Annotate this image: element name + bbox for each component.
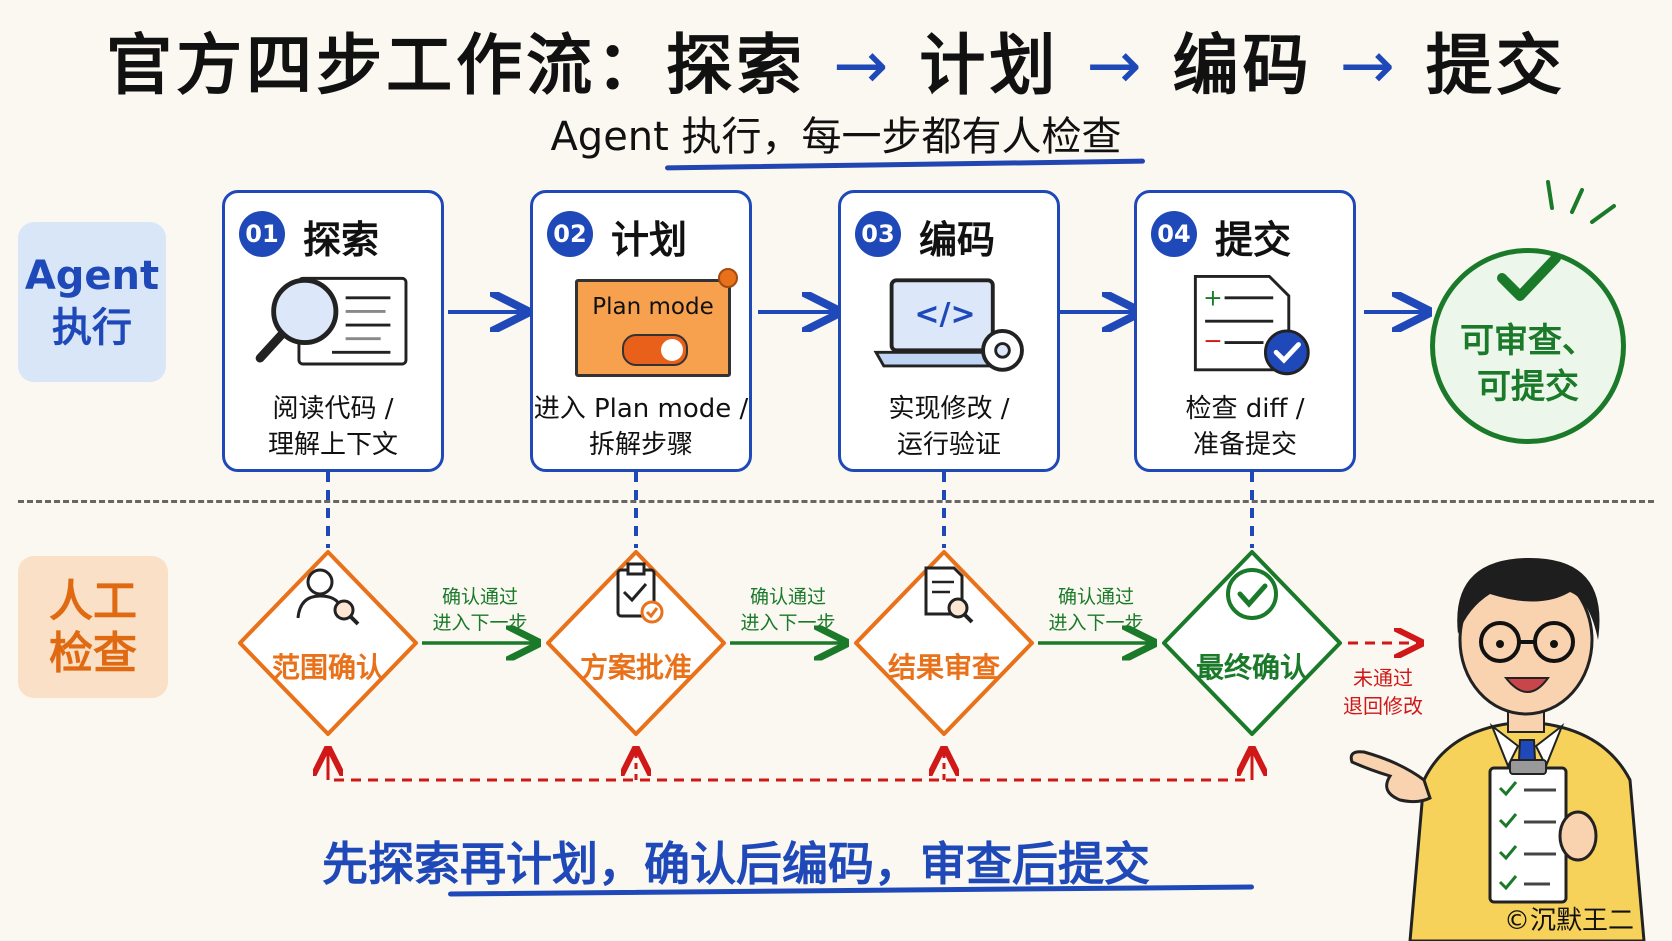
step-description: 实现修改 / 运行验证 <box>888 394 1010 460</box>
document-search-icon <box>924 566 974 624</box>
magnifier-document-icon <box>255 276 408 366</box>
step-card-1: 01 探索 阅读代码 / 理解上下文 <box>222 190 444 472</box>
title-arrow-1: → <box>833 27 893 104</box>
title-part-3: 编码 <box>1172 27 1313 104</box>
return-loop <box>326 752 1254 782</box>
svg-text:−: − <box>1203 326 1223 354</box>
title-part-1: 官方四步工作流：探索 <box>106 27 807 104</box>
clipboard-check-icon <box>616 562 664 624</box>
check-label: 结果审查 <box>887 651 1000 684</box>
title-arrow-3: → <box>1339 27 1399 104</box>
step-card-4: 04 提交 + − 检查 diff / 准备提交 <box>1134 190 1356 472</box>
plan-mode-note-icon: Plan mode <box>575 268 738 377</box>
check-diamond-4 <box>1162 550 1342 736</box>
laptop-code-gear-icon <box>873 278 1024 372</box>
step-number: 01 <box>239 211 285 257</box>
step-number: 03 <box>855 211 901 257</box>
step-title: 提交 <box>1215 218 1292 262</box>
checkmark-icon <box>1497 253 1561 301</box>
check-diamond-3 <box>854 550 1034 736</box>
check-label: 方案批准 <box>579 651 692 684</box>
check-circle-icon <box>1226 568 1278 620</box>
step-title: 探索 <box>303 218 380 262</box>
step-title: 计划 <box>611 218 688 262</box>
section-divider <box>18 500 1654 503</box>
pass-label-2: 确认通过 进入下一步 <box>740 586 836 634</box>
bottom-summary: 先探索再计划，确认后编码，审查后提交 <box>322 837 1150 891</box>
pushpin-icon <box>718 268 738 288</box>
author-credit: ©沉默王二 <box>1504 906 1635 936</box>
sparkle-lines-icon <box>1546 180 1616 224</box>
svg-text:+: + <box>1203 284 1223 312</box>
pass-label-1: 确认通过 进入下一步 <box>432 586 528 634</box>
side-label-human: 人工 检查 <box>18 556 168 698</box>
check-diamond-2 <box>546 550 726 736</box>
check-diamond-1 <box>238 550 418 736</box>
step-description: 阅读代码 / 理解上下文 <box>267 394 398 460</box>
step-card-3: 03 编码 </> 实现修改 / 运行验证 <box>838 190 1060 472</box>
final-result-text: 可审查、 可提交 <box>1460 321 1596 407</box>
title-arrow-2: → <box>1086 27 1146 104</box>
code-symbol: </> <box>914 297 976 332</box>
page-title: 官方四步工作流：探索 → 计划 → 编码 → 提交 <box>0 12 1672 108</box>
plan-mode-note-text: Plan mode <box>592 294 714 320</box>
reviewer-character-illustration <box>1349 557 1646 941</box>
pass-label-3: 确认通过 进入下一步 <box>1048 586 1144 634</box>
step-number: 04 <box>1151 211 1197 257</box>
step-description: 检查 diff / 准备提交 <box>1185 394 1305 460</box>
diff-checklist-icon: + − <box>1193 274 1310 376</box>
person-search-icon <box>296 568 360 626</box>
toggle-switch-icon <box>622 334 688 366</box>
reject-label: 未通过 退回修改 <box>1343 666 1423 718</box>
title-part-4: 提交 <box>1425 27 1566 104</box>
side-label-agent: Agent 执行 <box>18 222 166 382</box>
step-card-2: 02 计划 Plan mode 进入 Plan mode / 拆解步骤 <box>530 190 752 472</box>
check-label: 范围确认 <box>271 651 384 684</box>
check-label: 最终确认 <box>1195 651 1308 684</box>
step-description: 进入 Plan mode / 拆解步骤 <box>533 394 749 460</box>
step-title: 编码 <box>919 218 996 262</box>
subtitle: Agent 执行，每一步都有人检查 <box>550 114 1122 160</box>
title-part-2: 计划 <box>919 27 1060 104</box>
step-number: 02 <box>547 211 593 257</box>
